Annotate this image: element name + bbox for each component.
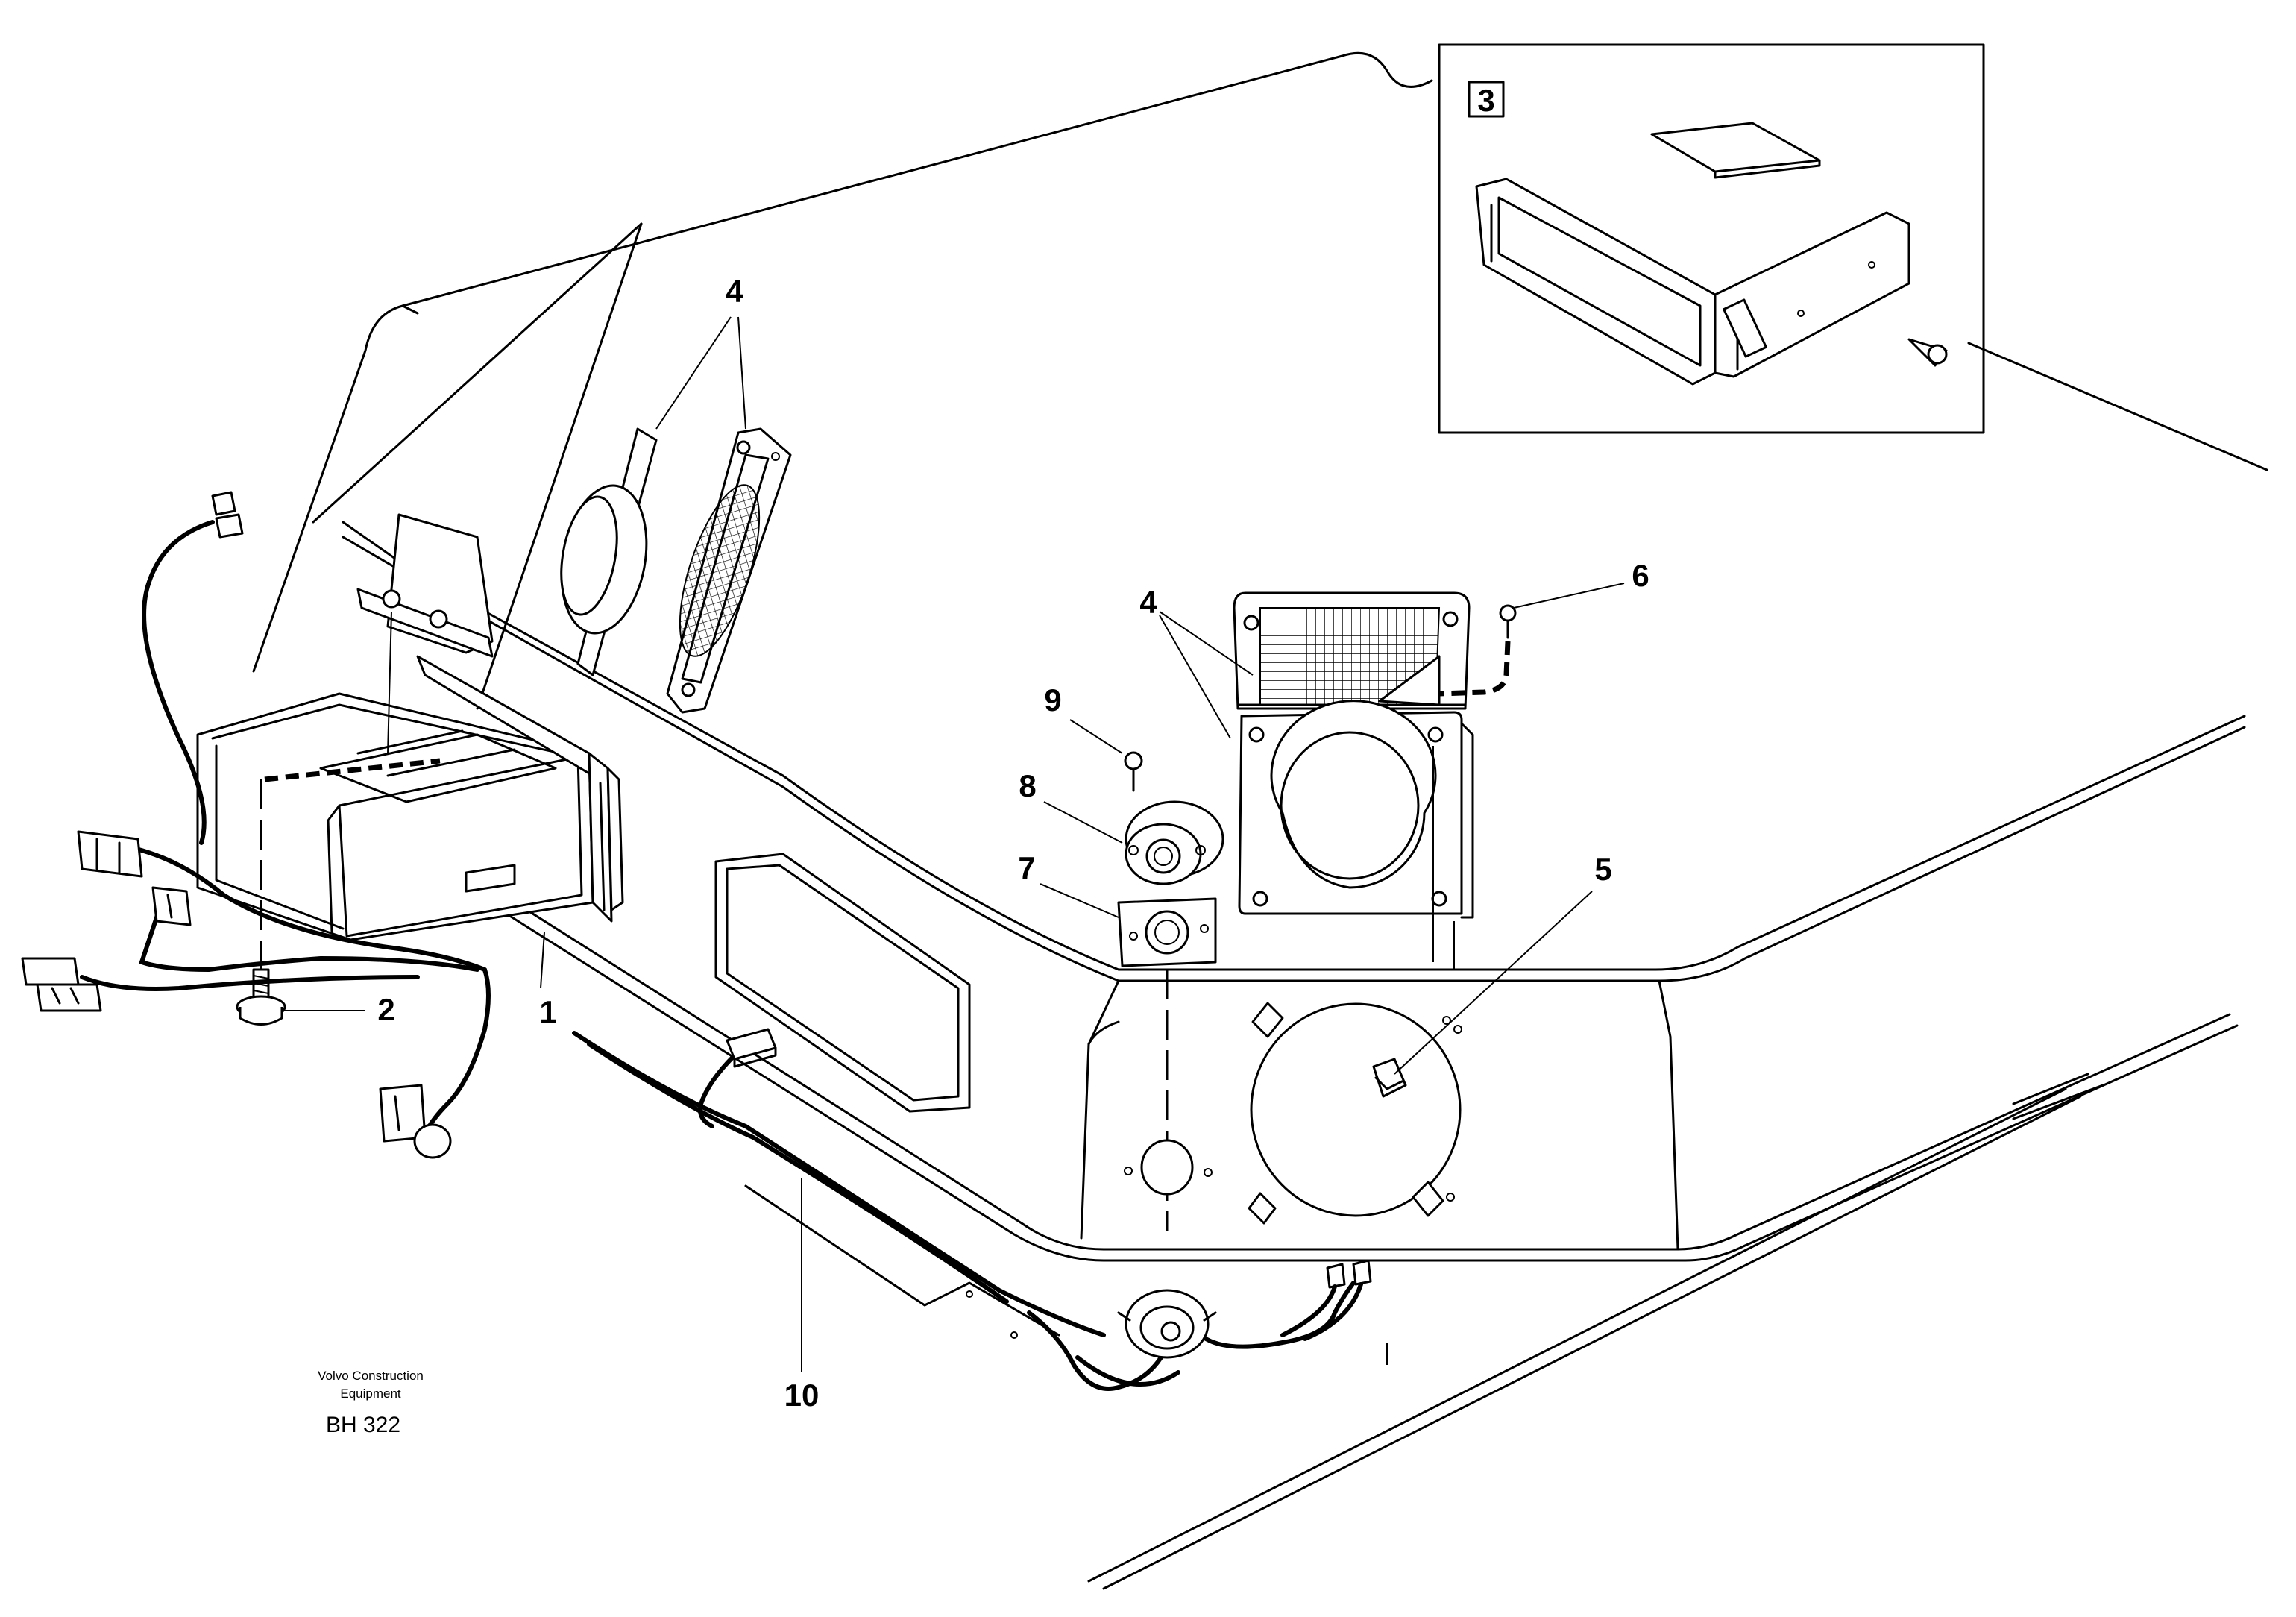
callout-10: 10 bbox=[784, 1378, 820, 1413]
callout-5: 5 bbox=[1594, 852, 1611, 887]
inset-radio: 3 bbox=[1438, 43, 1985, 434]
callouts: 4 4 6 9 8 7 5 1 2 10 bbox=[377, 274, 1649, 1413]
callout-4-center: 4 bbox=[1139, 585, 1157, 620]
caption-line-1: Volvo Construction bbox=[318, 1369, 424, 1383]
dashboard-cutouts bbox=[714, 853, 1462, 1225]
callout-1: 1 bbox=[539, 994, 556, 1029]
callout-2: 2 bbox=[377, 992, 394, 1027]
wiring-harness bbox=[21, 491, 1372, 1391]
upper-speakers bbox=[560, 427, 792, 714]
screw-6 bbox=[1438, 604, 1517, 697]
callout-8: 8 bbox=[1019, 768, 1036, 803]
console-box bbox=[196, 513, 624, 977]
center-speakers bbox=[1233, 591, 1474, 970]
caption-code: BH 322 bbox=[326, 1413, 400, 1437]
callout-7: 7 bbox=[1018, 850, 1035, 885]
cab-outline bbox=[252, 51, 2268, 1590]
caption-line-2: Equipment bbox=[340, 1387, 401, 1401]
bolt-2 bbox=[236, 968, 286, 1026]
callout-6: 6 bbox=[1632, 558, 1649, 593]
callout-4-upper: 4 bbox=[726, 274, 743, 309]
leader-lines bbox=[283, 316, 1625, 1372]
callout-9: 9 bbox=[1044, 682, 1061, 718]
callout-3: 3 bbox=[1477, 83, 1494, 118]
switch-stack bbox=[1117, 751, 1224, 1231]
publisher-caption: Volvo Construction Equipment BH 322 bbox=[318, 1369, 424, 1437]
